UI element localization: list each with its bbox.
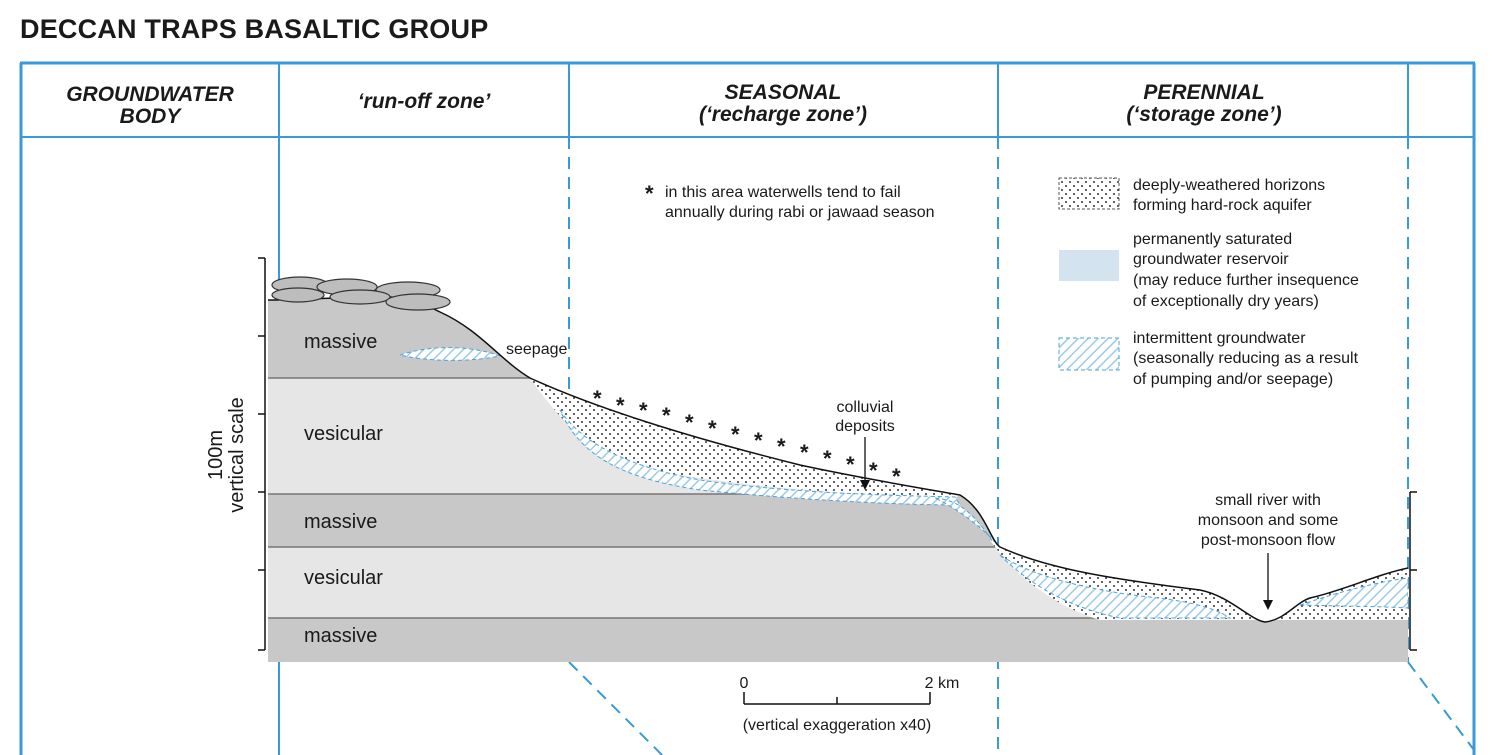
layer-massive-3 — [268, 618, 1408, 662]
legend-hard-rock-line1: deeply-weathered horizons — [1133, 177, 1325, 194]
legend-intermittent-line2: (seasonally reducing as a result — [1133, 350, 1359, 367]
boulders-cap — [271, 276, 451, 311]
colluvial-label-line2: deposits — [835, 418, 895, 435]
legend-hard-rock-line2: forming hard-rock aquifer — [1133, 197, 1312, 214]
horizontal-scale-bar — [743, 692, 931, 705]
colluvial-label-line1: colluvial — [837, 399, 894, 416]
legend-saturated-line4: of exceptionally dry years) — [1133, 293, 1319, 310]
layer-label-massive-1: massive — [304, 331, 377, 353]
legend-saturated-line3: (may reduce further insequence — [1133, 272, 1359, 289]
svg-text:*: * — [593, 386, 602, 411]
legend: deeply-weathered horizons forming hard-r… — [1058, 177, 1359, 388]
legend-swatch-hard-rock-aquifer — [1058, 177, 1120, 210]
header-perennial: PERENNIAL — [1143, 81, 1264, 104]
header-groundwater-body-line2: BODY — [120, 105, 183, 128]
scale-caption: (vertical exaggeration x40) — [743, 717, 932, 734]
svg-text:*: * — [892, 464, 901, 489]
svg-text:*: * — [869, 458, 878, 483]
intermittent-groundwater-seasonal — [559, 409, 961, 506]
star-note-line2: annually during rabi or jawaad season — [665, 204, 935, 221]
intermittent-groundwater-perennial — [999, 554, 1232, 619]
vertical-scale-label-2: vertical scale — [226, 397, 248, 513]
legend-intermittent-line1: intermittent groundwater — [1133, 330, 1306, 347]
seepage-label: seepage — [506, 341, 567, 358]
scale-end-label: 2 km — [925, 675, 960, 692]
legend-saturated-line1: permanently saturated — [1133, 231, 1292, 248]
header-seasonal: SEASONAL — [725, 81, 842, 104]
header-groundwater-body-line1: GROUNDWATER — [66, 83, 234, 106]
svg-text:*: * — [731, 422, 740, 447]
svg-text:*: * — [777, 434, 786, 459]
header-storage-zone: (‘storage zone’) — [1126, 103, 1281, 126]
svg-text:*: * — [800, 440, 809, 465]
seepage-lens — [398, 347, 502, 361]
legend-swatch-saturated-reservoir — [1059, 250, 1119, 281]
legend-saturated-line2: groundwater reservoir — [1133, 251, 1289, 268]
layer-label-massive-3: massive — [304, 625, 377, 647]
page-title: DECCAN TRAPS BASALTIC GROUP — [20, 14, 489, 44]
svg-text:*: * — [754, 428, 763, 453]
legend-swatch-intermittent-groundwater — [1058, 337, 1120, 371]
river-label-line3: post-monsoon flow — [1201, 532, 1336, 549]
header-runoff-zone: ‘run-off zone’ — [358, 90, 492, 113]
svg-text:*: * — [662, 403, 671, 428]
scale-start-label: 0 — [740, 675, 749, 692]
ground-surface — [267, 297, 1409, 623]
svg-text:*: * — [708, 416, 717, 441]
star-note-symbol: * — [645, 181, 654, 206]
svg-text:*: * — [616, 393, 625, 418]
river-label-line2: monsoon and some — [1198, 512, 1339, 529]
svg-text:*: * — [823, 446, 832, 471]
table-frame — [19, 61, 1476, 755]
vertical-scale-label-1: 100m — [205, 430, 227, 480]
layer-label-vesicular-2: vesicular — [304, 567, 383, 589]
colluvial-arrow — [860, 437, 870, 490]
right-scale — [1409, 491, 1417, 651]
layer-label-vesicular-1: vesicular — [304, 423, 383, 445]
failing-wells-stars: * * * * * * * * * * * * * * — [593, 386, 901, 489]
river-label-line1: small river with — [1215, 492, 1321, 509]
svg-text:*: * — [685, 410, 694, 435]
svg-text:*: * — [846, 452, 855, 477]
layer-label-massive-2: massive — [304, 511, 377, 533]
header-recharge-zone: (‘recharge zone’) — [699, 103, 867, 126]
river-arrow — [1263, 553, 1273, 610]
vertical-scale — [258, 257, 266, 651]
svg-text:*: * — [639, 398, 648, 423]
legend-intermittent-line3: of pumping and/or seepage) — [1133, 371, 1333, 388]
star-note-line1: in this area waterwells tend to fail — [665, 184, 901, 201]
